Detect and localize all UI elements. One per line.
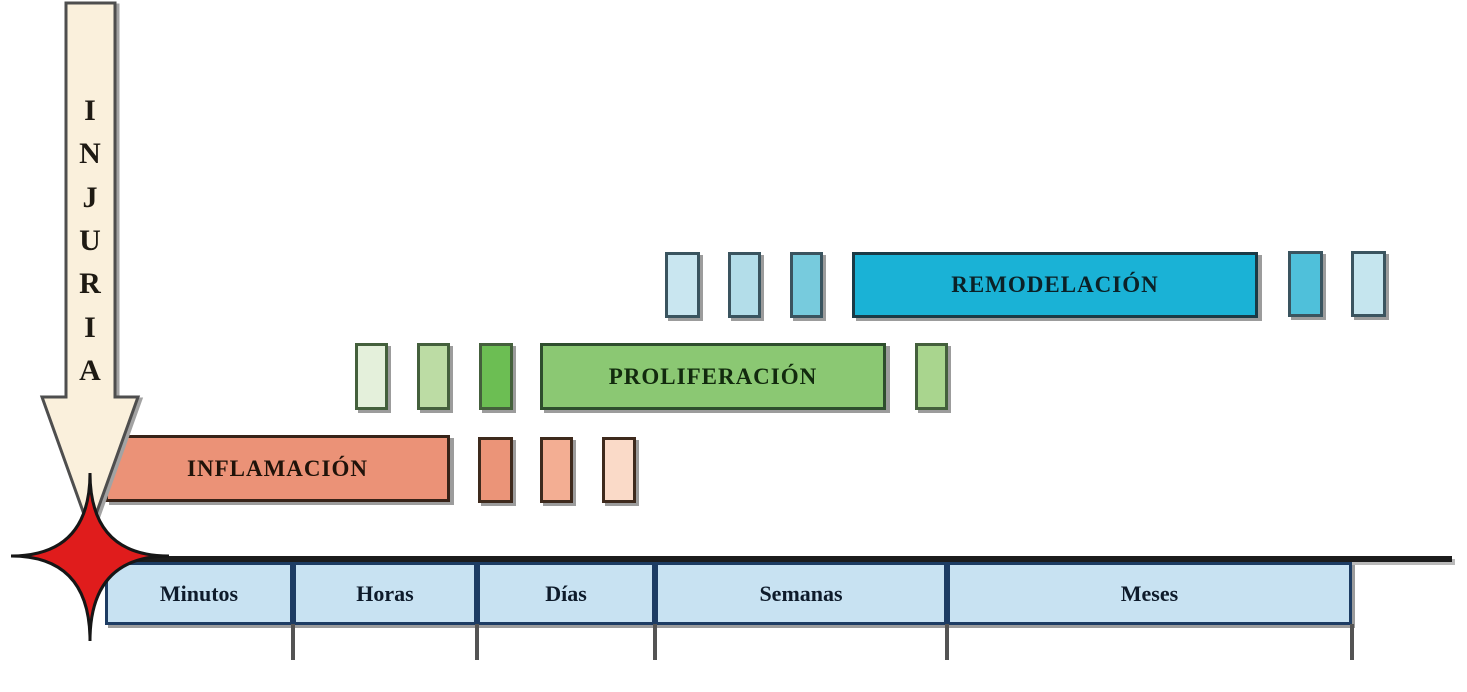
remodeling-fadein-rect — [728, 252, 761, 318]
timeline-tick — [1350, 624, 1354, 660]
proliferation-fadeout-rect — [915, 343, 948, 410]
remodeling-fadeout-rect — [1351, 251, 1386, 317]
proliferation-fadein-rect — [479, 343, 513, 410]
timeline-unit-label: Minutos — [159, 580, 239, 606]
timeline-unit-semanas: Semanas — [655, 562, 947, 625]
remodeling-fadein-rect — [790, 252, 823, 318]
timeline-unit-label: Meses — [1120, 580, 1179, 606]
timeline-unit-label: Horas — [356, 580, 414, 606]
inflammation-fadeout-rect — [478, 437, 513, 503]
timeline-unit-horas: Horas — [293, 562, 477, 625]
inflammation-phase-label: INFLAMACIÓN — [187, 455, 368, 481]
proliferation-phase-label: PROLIFERACIÓN — [608, 363, 818, 389]
proliferation-phase-bar: PROLIFERACIÓN — [540, 343, 886, 410]
timeline-unit-dias: Días — [477, 562, 655, 625]
timeline-axis-line — [103, 556, 1452, 562]
injury-letter: I — [84, 94, 96, 127]
injury-arrow-label: I N J U R I A — [65, 96, 115, 386]
injury-arrow-shape — [39, 1, 141, 536]
remodeling-fadein-rect — [665, 252, 700, 318]
inflammation-fadeout-rect — [540, 437, 573, 503]
injury-letter: N — [79, 137, 101, 171]
injury-impact-star-shape — [10, 472, 170, 642]
inflammation-fadeout-rect — [602, 437, 636, 503]
proliferation-fadein-rect — [355, 343, 388, 410]
timeline-unit-label: Días — [545, 580, 587, 606]
timeline-tick — [945, 624, 949, 660]
remodeling-fadeout-rect — [1288, 251, 1323, 317]
injury-letter: U — [79, 223, 101, 257]
injury-letter: I — [84, 310, 96, 344]
proliferation-fadein-rect — [417, 343, 450, 410]
injury-letter: J — [82, 180, 98, 214]
timeline-tick — [475, 624, 479, 660]
timeline-tick — [653, 624, 657, 660]
injury-letter: R — [79, 267, 101, 301]
timeline-tick — [291, 624, 295, 660]
injury-arrow — [39, 1, 141, 536]
remodeling-phase-bar: REMODELACIÓN — [852, 252, 1258, 318]
inflammation-phase-bar: INFLAMACIÓN — [105, 435, 450, 502]
timeline-unit-meses: Meses — [947, 562, 1352, 625]
remodeling-phase-label: REMODELACIÓN — [951, 272, 1159, 297]
injury-impact-star — [10, 472, 170, 642]
injury-letter: A — [79, 353, 101, 387]
timeline-unit-minutos: Minutos — [105, 562, 293, 625]
timeline-unit-label: Semanas — [759, 580, 843, 606]
